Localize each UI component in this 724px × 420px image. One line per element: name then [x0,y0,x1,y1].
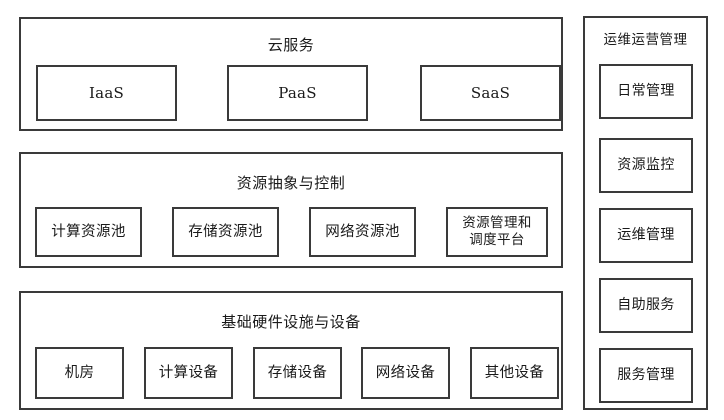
section-operations-management: 运维运营管理 日常管理 资源监控 运维管理 自助服务 服务管理 [583,16,708,410]
box-storage-device[interactable]: 存储设备 [253,347,342,399]
box-compute-resource-pool[interactable]: 计算资源池 [35,207,142,257]
box-network-resource-pool[interactable]: 网络资源池 [309,207,416,257]
section-hardware-infrastructure: 基础硬件设施与设备 机房 计算设备 存储设备 网络设备 其他设备 [19,291,563,410]
section-cloud-service: 云服务 IaaS PaaS SaaS [19,17,563,131]
box-service-management-label: 服务管理 [617,366,675,383]
section-hardware-infrastructure-title: 基础硬件设施与设备 [221,313,361,331]
box-self-service-label: 自助服务 [617,296,675,313]
box-iaas-label: IaaS [89,83,124,102]
box-daily-management-label: 日常管理 [617,82,675,99]
box-compute-device[interactable]: 计算设备 [144,347,233,399]
box-other-device[interactable]: 其他设备 [470,347,559,399]
box-operations-management[interactable]: 运维管理 [599,208,693,263]
box-network-resource-pool-label: 网络资源池 [325,223,400,240]
box-storage-resource-pool-label: 存储资源池 [188,223,263,240]
box-compute-resource-pool-label: 计算资源池 [51,223,126,240]
box-iaas[interactable]: IaaS [36,65,177,121]
box-network-device[interactable]: 网络设备 [361,347,450,399]
box-resource-management-platform-label: 资源管理和 调度平台 [462,215,532,249]
box-paas[interactable]: PaaS [227,65,368,121]
box-storage-resource-pool[interactable]: 存储资源池 [172,207,279,257]
box-service-management[interactable]: 服务管理 [599,348,693,403]
box-datacenter-room-label: 机房 [64,364,95,381]
box-saas-label: SaaS [470,83,511,102]
box-resource-monitoring-label: 资源监控 [617,156,675,173]
section-operations-management-title: 运维运营管理 [603,32,688,48]
box-datacenter-room[interactable]: 机房 [35,347,124,399]
box-resource-monitoring[interactable]: 资源监控 [599,138,693,193]
box-self-service[interactable]: 自助服务 [599,278,693,333]
box-resource-management-platform[interactable]: 资源管理和 调度平台 [446,207,548,257]
section-cloud-service-title: 云服务 [267,36,315,54]
box-storage-device-label: 存储设备 [267,364,328,381]
box-paas-label: PaaS [278,83,317,102]
box-operations-management-label: 运维管理 [617,226,675,243]
box-compute-device-label: 计算设备 [158,364,219,381]
section-resource-abstraction: 资源抽象与控制 计算资源池 存储资源池 网络资源池 资源管理和 调度平台 [19,152,563,268]
box-network-device-label: 网络设备 [375,364,436,381]
box-resource-management-platform-line1: 资源管理和 [462,215,532,232]
section-resource-abstraction-title: 资源抽象与控制 [236,174,346,192]
box-saas[interactable]: SaaS [420,65,561,121]
box-resource-management-platform-line2: 调度平台 [469,232,525,248]
box-other-device-label: 其他设备 [484,364,545,381]
box-daily-management[interactable]: 日常管理 [599,64,693,119]
